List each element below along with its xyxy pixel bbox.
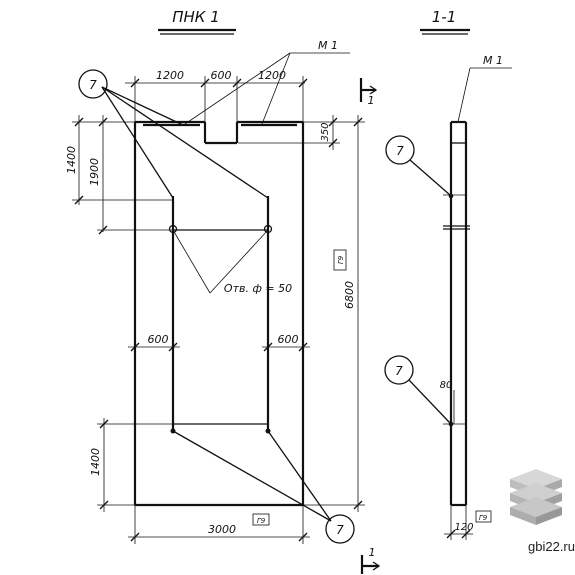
section-marker-bottom-label: 1	[369, 546, 376, 559]
detail-7-circle-section-top: 7	[396, 144, 404, 158]
panel-title: ПНК 1	[172, 8, 220, 26]
dim-opening-left: 600	[148, 333, 169, 346]
left-dimension-bottom	[97, 418, 173, 512]
opening-dimensions	[128, 342, 310, 352]
section-thickness-dimension	[444, 505, 473, 540]
dimension-350	[238, 115, 340, 150]
dimension-total-width	[128, 505, 310, 544]
detail-7-circle-bottom: 7	[336, 523, 344, 537]
dimension-total-height	[303, 115, 365, 512]
top-dimension-chain	[125, 76, 308, 122]
panel-outline	[133, 120, 305, 507]
detail-7-circle-top: 7	[89, 78, 97, 92]
dim-top-right: 1200	[258, 69, 286, 82]
detail-7-circle-section-bottom: 7	[395, 364, 403, 378]
hole-top-right	[263, 224, 273, 234]
dim-top-left: 1200	[156, 69, 184, 82]
leader-lines	[101, 52, 350, 522]
stamp-2: Г9	[257, 517, 266, 525]
stamp-1: Г9	[337, 255, 345, 264]
left-dimension-top	[72, 115, 173, 235]
dim-top-mid: 600	[211, 69, 232, 82]
dim-section-80: 80	[440, 380, 453, 391]
dim-1400-bottom: 1400	[89, 448, 102, 476]
hole-note: Отв. ф = 50	[224, 282, 292, 295]
section-profile	[443, 120, 470, 507]
stamp-3: Г9	[479, 514, 488, 522]
section-title: 1-1	[432, 8, 457, 26]
dim-350: 350	[320, 122, 331, 141]
dim-1400-top: 1400	[65, 146, 78, 174]
watermark-logo	[510, 469, 562, 525]
dim-total-width: 3000	[208, 523, 236, 536]
hole-top-left	[168, 224, 178, 234]
dim-1900: 1900	[88, 158, 101, 186]
m1-label-panel: М 1	[318, 39, 338, 52]
m1-label-section: М 1	[483, 54, 503, 67]
dim-opening-right: 600	[278, 333, 299, 346]
section-marker-bottom	[360, 555, 381, 574]
section-marker-top	[359, 78, 378, 102]
section-marker-top-label: 1	[368, 94, 375, 107]
window-opening	[171, 196, 270, 432]
watermark-site: gbi22.ru	[528, 539, 575, 554]
dim-section-thickness: 120	[454, 522, 473, 533]
dim-total-height: 6800	[343, 281, 356, 309]
